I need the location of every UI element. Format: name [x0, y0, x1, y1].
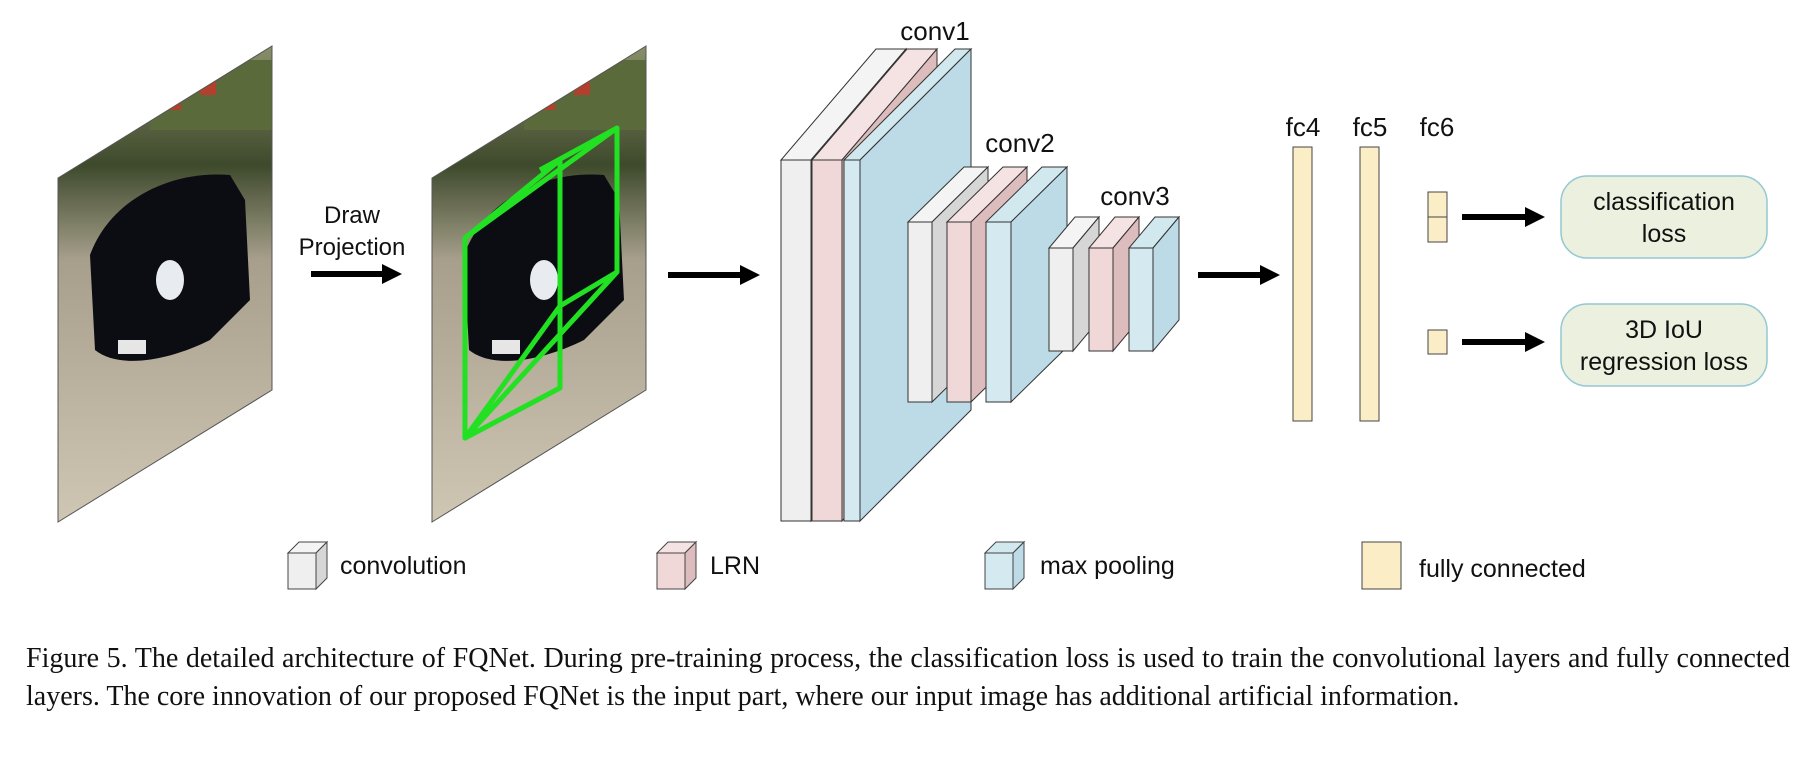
legend-fully-connected-swatch: [1361, 541, 1402, 590]
regression-loss-line2: regression loss: [1580, 348, 1748, 376]
draw-label: Draw: [324, 202, 381, 229]
input-image-original: [57, 45, 273, 523]
projected-3d-box: [462, 125, 620, 441]
conv2-block: [906, 165, 1069, 404]
legend-lrn-label: LRN: [710, 552, 760, 580]
fqnet-architecture-diagram: Draw Projection: [57, 16, 1768, 591]
projection-label: Projection: [299, 234, 406, 261]
legend-max-pooling-label: max pooling: [1040, 552, 1175, 580]
fc5-label: fc5: [1353, 112, 1388, 142]
classification-loss-line2: loss: [1642, 220, 1686, 248]
fc4-layer: [1292, 146, 1313, 422]
legend-fully-connected-label: fully connected: [1419, 555, 1586, 583]
regression-loss-box: 3D IoU regression loss: [1560, 303, 1768, 387]
legend: [286, 540, 1402, 591]
arrow-to-network: [668, 265, 760, 285]
conv2-label: conv2: [985, 128, 1054, 158]
conv3-max-pooling-layer: [1127, 215, 1181, 353]
legend-lrn-swatch: [655, 540, 698, 591]
legend-convolution-swatch: [286, 540, 329, 591]
fc6-label: fc6: [1420, 112, 1455, 142]
arrow-to-fc: [1198, 265, 1280, 285]
legend-convolution-label: convolution: [340, 552, 466, 580]
fc4-label: fc4: [1286, 112, 1321, 142]
conv1-label: conv1: [900, 16, 969, 46]
arrow-draw-projection: [311, 264, 402, 284]
regression-loss-line1: 3D IoU: [1625, 316, 1703, 344]
fc6-regression-output: [1427, 329, 1448, 355]
arrow-to-classification-loss: [1462, 207, 1545, 227]
fc5-layer: [1359, 146, 1380, 422]
figure-caption: Figure 5. The detailed architecture of F…: [26, 643, 1790, 712]
conv2-max-pooling-layer: [984, 165, 1069, 404]
fc6-classification-output: [1427, 191, 1448, 243]
legend-max-pooling-swatch: [983, 540, 1026, 591]
conv3-label: conv3: [1100, 181, 1169, 211]
conv1-block: [779, 47, 973, 523]
arrow-to-regression-loss: [1462, 332, 1545, 352]
classification-loss-line1: classification: [1593, 188, 1735, 216]
conv3-block: [1047, 215, 1181, 353]
classification-loss-box: classification loss: [1560, 175, 1768, 259]
input-image-with-projection: [431, 45, 647, 523]
